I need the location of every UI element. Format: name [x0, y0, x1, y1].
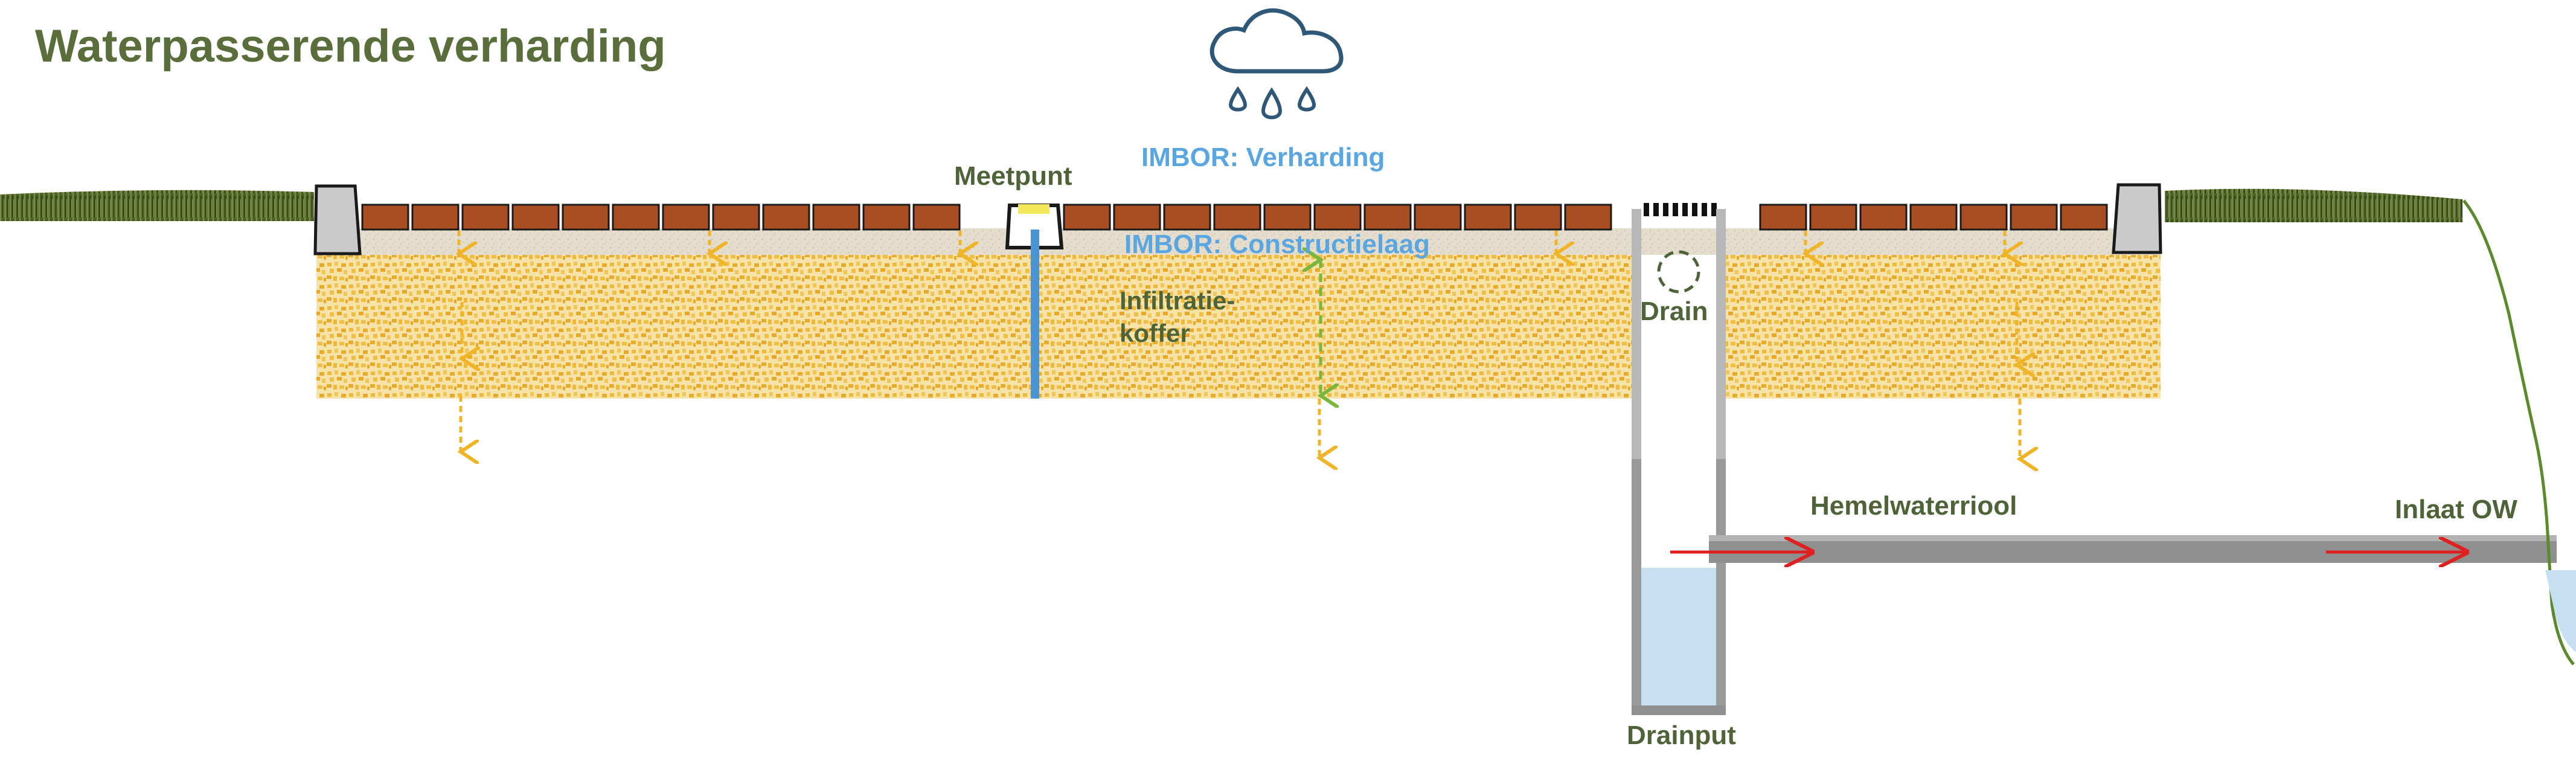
- bedding-layer: [316, 228, 2161, 255]
- brick: [912, 204, 961, 231]
- brick: [2010, 204, 2058, 231]
- brick: [361, 204, 409, 231]
- drainput-label: Drainput: [1627, 721, 1736, 750]
- brick: [1163, 204, 1211, 231]
- brick: [1909, 204, 1958, 231]
- inlaat-ow-label: Inlaat OW: [2395, 495, 2517, 524]
- grate-bar: [1682, 203, 1688, 216]
- brick: [1213, 204, 1261, 231]
- infiltration-crate: [316, 255, 1632, 399]
- brick: [812, 204, 860, 231]
- hemelwaterriool-label: Hemelwaterriool: [1810, 491, 2017, 521]
- drain-grate: [1641, 203, 1717, 216]
- page-title: Waterpasserende verharding: [35, 21, 666, 72]
- imbor-constructielaag-label: IMBOR: Constructielaag: [1124, 230, 1430, 259]
- infiltratiekoffer-label-line1: Infiltratie-: [1120, 286, 1235, 315]
- grate-bar: [1663, 203, 1668, 216]
- grass-right: [2165, 188, 2462, 222]
- brick: [712, 204, 760, 231]
- brick: [2060, 204, 2108, 231]
- kerb-left: [313, 184, 362, 255]
- brick: [461, 204, 510, 231]
- grate-bar: [1711, 203, 1717, 216]
- brick: [1363, 204, 1412, 231]
- infiltratiekoffer-label-line2: koffer: [1120, 319, 1190, 347]
- drainput: [1632, 209, 1726, 715]
- brick: [1113, 204, 1161, 231]
- brick: [1564, 204, 1612, 231]
- drain-pipe-section: [1657, 250, 1700, 294]
- brick: [862, 204, 911, 231]
- surface-water: [2462, 199, 2576, 666]
- grate-bar: [1702, 203, 1707, 216]
- grate-bar: [1692, 203, 1697, 216]
- drain-label: Drain: [1640, 297, 1708, 326]
- grate-bar: [1673, 203, 1678, 216]
- kerb-right: [2112, 183, 2162, 254]
- brick: [411, 204, 460, 231]
- grate-bar: [1644, 203, 1649, 216]
- brick: [1759, 204, 1807, 231]
- brick: [612, 204, 660, 231]
- brick: [511, 204, 560, 231]
- grass-left: [0, 190, 314, 221]
- brick: [762, 204, 810, 231]
- brick: [562, 204, 610, 231]
- brick: [1414, 204, 1462, 231]
- brick: [1063, 204, 1111, 231]
- brick: [1464, 204, 1512, 231]
- brick: [1959, 204, 2008, 231]
- brick: [1263, 204, 1312, 231]
- rain-cloud-icon: [1210, 8, 1344, 120]
- brick: [1514, 204, 1562, 231]
- brick: [1313, 204, 1362, 231]
- imbor-verharding-label: IMBOR: Verharding: [1141, 143, 1385, 172]
- meetpunt-label: Meetpunt: [954, 161, 1072, 191]
- meetpunt-well: [1005, 204, 1064, 399]
- infiltration-arrows: [459, 231, 2020, 459]
- infiltration-crate-right: [1721, 255, 2161, 399]
- brick: [1859, 204, 1908, 231]
- brick: [1809, 204, 1857, 231]
- brick: [662, 204, 710, 231]
- grate-bar: [1653, 203, 1659, 216]
- brick-pavement: [361, 204, 2108, 231]
